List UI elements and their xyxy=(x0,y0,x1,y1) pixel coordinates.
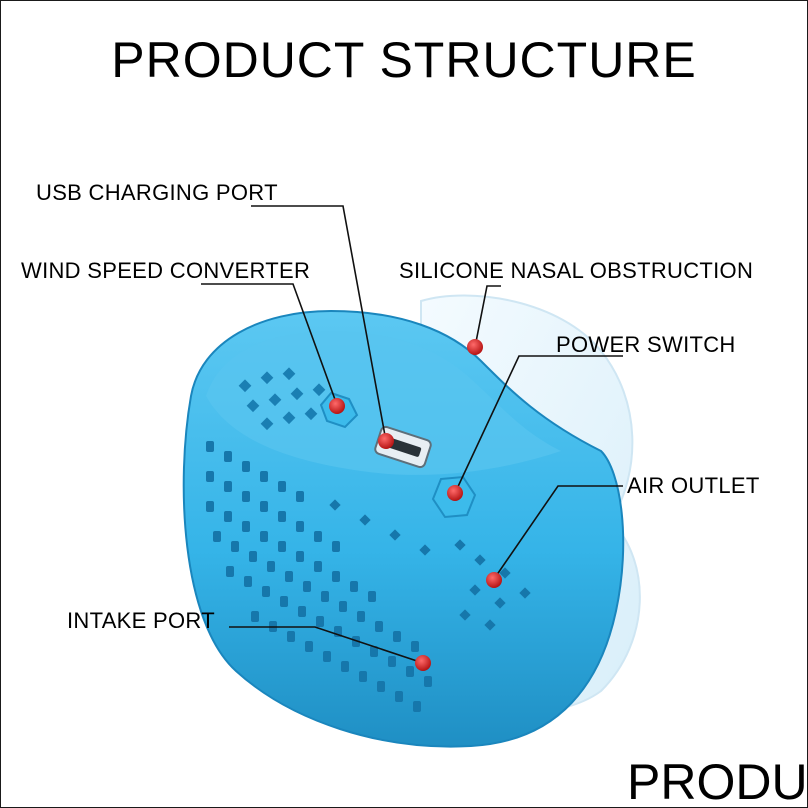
label-air-outlet: AIR OUTLET xyxy=(627,473,760,498)
label-power-switch: POWER SWITCH xyxy=(556,332,736,357)
side-vent-holes xyxy=(206,441,531,712)
next-section-title: PRODU xyxy=(627,754,808,808)
label-usb-charging-port: USB CHARGING PORT xyxy=(36,180,278,205)
power-switch-leader xyxy=(454,355,623,494)
air-outlet-leader xyxy=(493,485,623,580)
marker-air-outlet xyxy=(486,572,502,588)
leader-lines xyxy=(201,205,623,664)
marker-wind-speed xyxy=(329,398,345,414)
label-silicone-nasal-obstruction: SILICONE NASAL OBSTRUCTION xyxy=(399,258,754,283)
silicone-leader xyxy=(474,285,501,348)
marker-power-switch xyxy=(447,485,463,501)
usb-leader xyxy=(251,205,387,442)
marker-silicone xyxy=(467,339,483,355)
marker-usb xyxy=(378,433,394,449)
wind-speed-leader xyxy=(201,283,338,406)
top-vent-holes xyxy=(238,367,326,431)
label-wind-speed-converter: WIND SPEED CONVERTER xyxy=(21,258,311,283)
page-title: PRODUCT STRUCTURE xyxy=(111,32,697,88)
markers xyxy=(329,339,502,671)
intake-leader xyxy=(229,626,424,664)
marker-intake xyxy=(415,655,431,671)
label-intake-port: INTAKE PORT xyxy=(67,608,215,633)
